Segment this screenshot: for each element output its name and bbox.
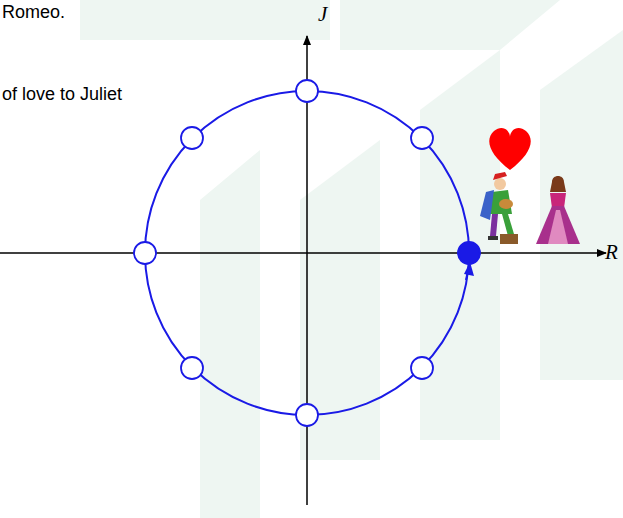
caption-fragment: of love to Juliet (2, 84, 122, 105)
juliet-figure (536, 176, 580, 244)
heart-icon (489, 128, 531, 170)
watermark-shapes (80, 0, 623, 518)
caption-fragment: Romeo. (2, 2, 65, 23)
current-state-marker (458, 242, 480, 264)
r-axis (0, 252, 606, 254)
axis-label: R (605, 240, 618, 264)
j-axis (306, 36, 308, 505)
axis-label: J (318, 2, 327, 26)
state-markers (134, 80, 433, 426)
romeo-figure (480, 172, 518, 244)
orbit-circle (145, 91, 469, 415)
